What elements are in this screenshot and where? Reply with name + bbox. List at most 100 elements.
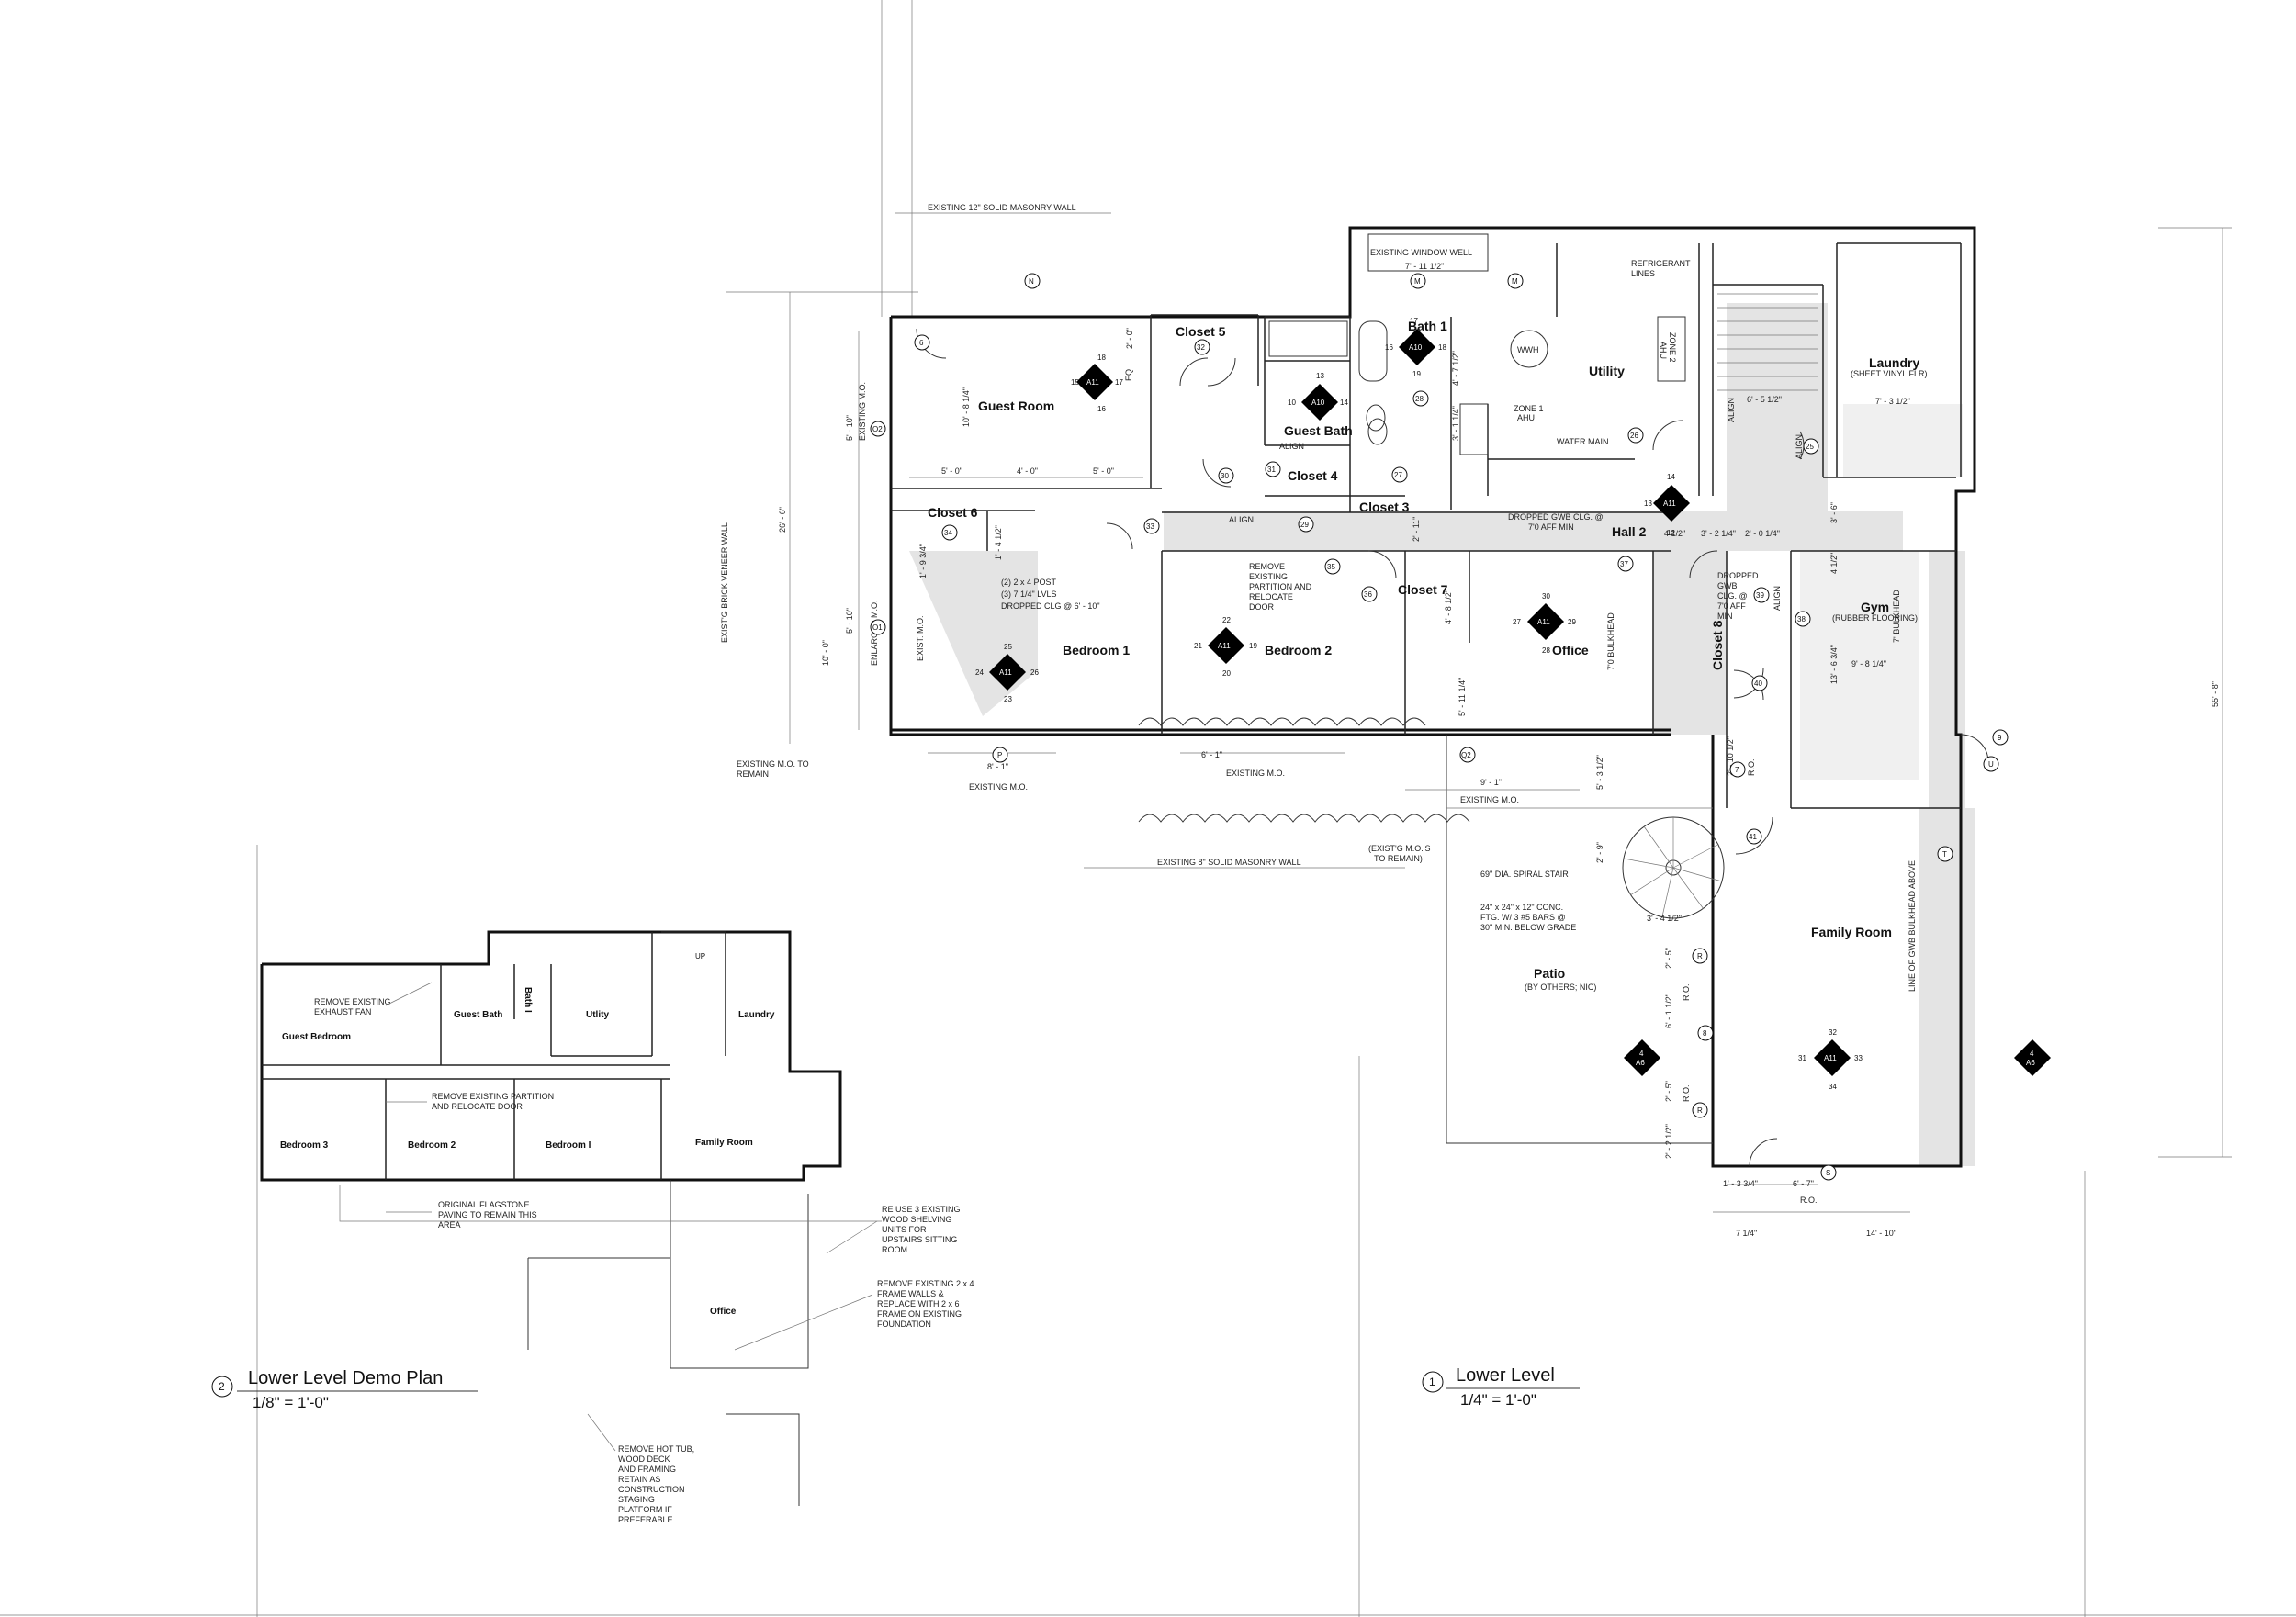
plan1-title: Lower Level xyxy=(1456,1365,1555,1386)
note-exist-mo: EXIST. M.O. xyxy=(916,615,925,661)
key-tags: N M M P Q2 O1 O2 S T U R R 6 7 8 9 32 30… xyxy=(870,273,2009,1181)
laundry-flooring: (SHEET VINYL FLR) xyxy=(1851,369,1928,378)
note-ro-bottom: R.O. xyxy=(1800,1196,1818,1205)
elevation-tag-family-icon xyxy=(1814,1039,1851,1076)
demo-room-family-room: Family Room xyxy=(695,1138,753,1148)
note-zone1: ZONE 1 xyxy=(1514,404,1544,413)
dim-3-4: 3' - 4 1/2" xyxy=(1647,914,1682,923)
note-existg-mos-2: TO REMAIN) xyxy=(1374,854,1423,863)
dim-7-3: 7' - 3 1/2" xyxy=(1875,397,1910,406)
note-existing-mo-office: EXISTING M.O. xyxy=(1460,795,1519,804)
demo-note-partition-1: REMOVE EXISTING PARTITION xyxy=(432,1092,554,1101)
dim-6-1: 6' - 1" xyxy=(1201,750,1222,759)
note-zone2-ahu: AHU xyxy=(1659,342,1668,359)
tag-41: 41 xyxy=(1749,833,1757,841)
window-well-box xyxy=(1367,233,1489,272)
tag-4-right: 4 xyxy=(2030,1050,2034,1058)
family-wall-shading xyxy=(1919,808,1975,1166)
tag-n: N xyxy=(1029,277,1034,286)
num-22: 22 xyxy=(1222,616,1231,624)
dim-55-8: 55' - 8" xyxy=(2211,681,2220,707)
dim-3-1: 3' - 1 1/4" xyxy=(1451,406,1460,441)
note-brick-veneer: EXIST'G BRICK VENEER WALL xyxy=(720,522,729,643)
dim-5-10-b: 5' - 10" xyxy=(845,608,854,634)
demo-note-frame-4: FRAME ON EXISTING xyxy=(877,1309,962,1319)
ahu-zone1-icon xyxy=(1459,403,1489,455)
dim-8-1: 8' - 1" xyxy=(987,762,1008,771)
note-zone2: ZONE 2 xyxy=(1668,332,1677,363)
note-closet8-drop-4: 7'0 AFF xyxy=(1717,601,1746,611)
elevation-tag-gbath-icon xyxy=(1301,384,1338,421)
note-zone1-ahu: AHU xyxy=(1517,413,1535,422)
dim-2-0-q: 2' - 0 1/4" xyxy=(1745,529,1780,538)
door-swings xyxy=(916,328,1989,1167)
elevation-tags: A11 A11 A11 A11 A11 A11 A10 A10 A6 4 A6 … xyxy=(989,329,2051,1076)
section-tag-right-icon xyxy=(2014,1039,2051,1076)
tag-q2: Q2 xyxy=(1461,751,1471,759)
demo-note-exhaust-2: EXHAUST FAN xyxy=(314,1007,371,1016)
num-23: 23 xyxy=(1004,695,1012,703)
patio-note: (BY OTHERS; NIC) xyxy=(1525,983,1596,992)
elevation-tag-hall-icon xyxy=(1653,485,1690,522)
dim-2-5-a: 2' - 5" xyxy=(1664,948,1673,969)
demo-note-reuse-1: RE USE 3 EXISTING xyxy=(882,1205,961,1214)
num-18: 18 xyxy=(1097,354,1106,362)
tag-36: 36 xyxy=(1364,590,1372,599)
note-masonry-8: EXISTING 8" SOLID MASONRY WALL xyxy=(1157,858,1301,867)
elevation-numbers: 18 15 17 16 25 24 26 23 22 21 19 20 30 2… xyxy=(975,317,1863,1091)
dim-2-9: 2' - 9" xyxy=(1595,842,1604,863)
note-spiral-stair: 69" DIA. SPIRAL STAIR xyxy=(1480,870,1569,879)
note-bulkhead-gym: 7' BULKHEAD xyxy=(1892,590,1901,643)
bedroom1-hatch xyxy=(909,551,1038,716)
tag-o2: O2 xyxy=(872,425,883,433)
room-bedroom1: Bedroom 1 xyxy=(1063,643,1130,657)
dim-1-9: 1' - 9 3/4" xyxy=(918,544,928,578)
note-align-bath: ALIGN xyxy=(1279,442,1304,451)
demo-room-bedroom2: Bedroom 2 xyxy=(408,1140,456,1151)
demo-note-tub-8: PREFERABLE xyxy=(618,1515,673,1524)
num-30: 30 xyxy=(1542,592,1550,601)
tag-o1: O1 xyxy=(872,623,883,632)
room-patio: Patio xyxy=(1534,966,1565,981)
tag-a11-hall: A11 xyxy=(1663,500,1676,508)
note-dropped-gwb-1: DROPPED GWB CLG. @ xyxy=(1508,512,1604,522)
room-closet7: Closet 7 xyxy=(1398,582,1448,597)
note-ro-2: R.O. xyxy=(1682,1084,1691,1102)
tag-r-2: R xyxy=(1697,1106,1703,1115)
num-31: 31 xyxy=(1798,1054,1806,1062)
num-14: 14 xyxy=(1667,473,1675,481)
note-closet8-drop-3: CLG. @ xyxy=(1717,591,1748,601)
dim-5-11: 5' - 11 1/4" xyxy=(1458,678,1467,716)
dim-5-10-a: 5' - 10" xyxy=(845,415,854,441)
tag-29: 29 xyxy=(1300,521,1309,529)
tag-s: S xyxy=(1826,1169,1830,1177)
num-28: 28 xyxy=(1542,646,1550,655)
note-mo-remain-1: EXISTING M.O. TO xyxy=(737,759,809,769)
demo-room-utility: Utlity xyxy=(586,1010,609,1020)
note-refrigerant-2: LINES xyxy=(1631,269,1655,278)
room-closet4: Closet 4 xyxy=(1288,468,1338,483)
plan-lower-level: Guest Room Closet 5 Bath 1 Guest Bath Cl… xyxy=(720,203,2232,1409)
dim-5-0-a: 5' - 0" xyxy=(941,466,962,476)
dim-6-7: 6' - 7" xyxy=(1793,1179,1814,1188)
dim-6-1-b: 6' - 1 1/2" xyxy=(1664,994,1673,1028)
room-laundry: Laundry xyxy=(1869,355,1919,370)
note-remove-5: DOOR xyxy=(1249,602,1275,612)
note-align-closet8: ALIGN xyxy=(1773,586,1782,611)
note-align-hall: ALIGN xyxy=(1229,515,1254,524)
room-closet5: Closet 5 xyxy=(1176,324,1226,339)
num-17: 17 xyxy=(1115,378,1123,387)
num-29: 29 xyxy=(1568,618,1576,626)
water-heater-icon xyxy=(1510,330,1548,368)
demo-note-partition-2: AND RELOCATE DOOR xyxy=(432,1102,523,1111)
note-water-main: WATER MAIN xyxy=(1557,437,1609,446)
tag-t: T xyxy=(1942,850,1947,859)
stair-shading xyxy=(1727,303,1828,551)
tag-40: 40 xyxy=(1754,679,1762,688)
note-existing-mo-b2: EXISTING M.O. xyxy=(1226,769,1285,778)
demo-note-tub-1: REMOVE HOT TUB, xyxy=(618,1444,694,1454)
note-existing-mo-p: EXISTING M.O. xyxy=(969,782,1028,792)
tag-25: 25 xyxy=(1806,443,1814,451)
demo-note-flag-1: ORIGINAL FLAGSTONE xyxy=(438,1200,530,1209)
